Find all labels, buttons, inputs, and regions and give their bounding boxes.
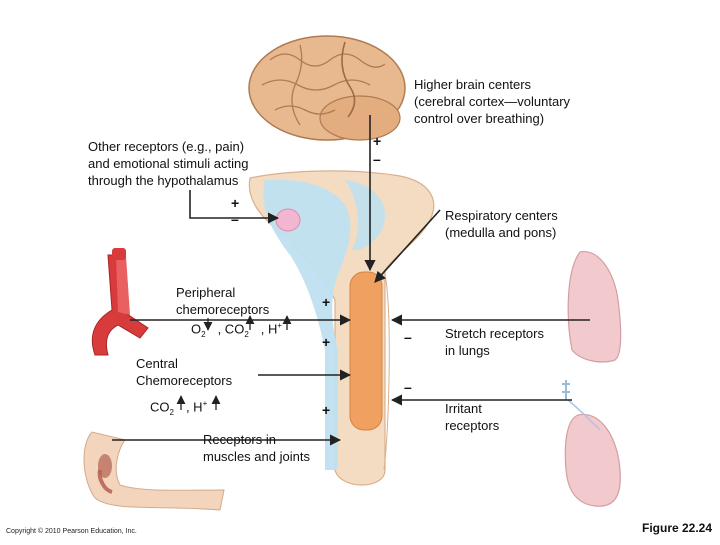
- label-muscle-receptors: Receptors in muscles and joints: [203, 432, 310, 464]
- sign-hypo-plus: +: [231, 195, 240, 211]
- label-higher-brain-centers: Higher brain centers (cerebral cortex—vo…: [414, 77, 571, 126]
- label-peripheral-stimuli: O2, CO2, H+: [191, 321, 283, 339]
- respiratory-center-region: [349, 271, 383, 431]
- label-stretch-receptors: Stretch receptors in lungs: [445, 326, 544, 358]
- brainstem-illustration: [248, 170, 435, 486]
- arrow-hypothalamus: [189, 190, 280, 224]
- label-peripheral-chemoreceptors: Peripheral chemoreceptors: [176, 285, 270, 317]
- figure-number: Figure 22.24: [642, 521, 713, 535]
- brain-illustration: [248, 35, 406, 141]
- label-central-chemoreceptors: Central Chemoreceptors: [136, 356, 233, 388]
- lung-illustration: [562, 251, 622, 507]
- sign-higher-minus: –: [373, 151, 381, 167]
- arm-illustration: [83, 431, 225, 511]
- arrows: [112, 115, 590, 446]
- copyright-text: Copyright © 2010 Pearson Education, Inc.: [6, 528, 137, 535]
- sign-central-plus: +: [322, 334, 331, 350]
- sign-irritant-minus: –: [404, 379, 412, 395]
- sign-higher-plus: +: [373, 133, 382, 149]
- sign-muscles-plus: +: [322, 402, 331, 418]
- label-respiratory-centers: Respiratory centers (medulla and pons): [445, 208, 558, 240]
- sign-peripheral-plus: +: [322, 294, 331, 310]
- artery-illustration: [91, 248, 149, 356]
- sign-stretch-minus: –: [404, 329, 412, 345]
- label-irritant-receptors: Irritant receptors: [445, 401, 500, 433]
- leader-respiratory-centers: [374, 209, 441, 283]
- stimulus-arrows: [176, 315, 292, 410]
- label-other-receptors: Other receptors (e.g., pain) and emotion…: [88, 139, 249, 188]
- label-central-stimuli: CO2, H+: [150, 399, 208, 417]
- sign-hypo-minus: –: [231, 211, 239, 227]
